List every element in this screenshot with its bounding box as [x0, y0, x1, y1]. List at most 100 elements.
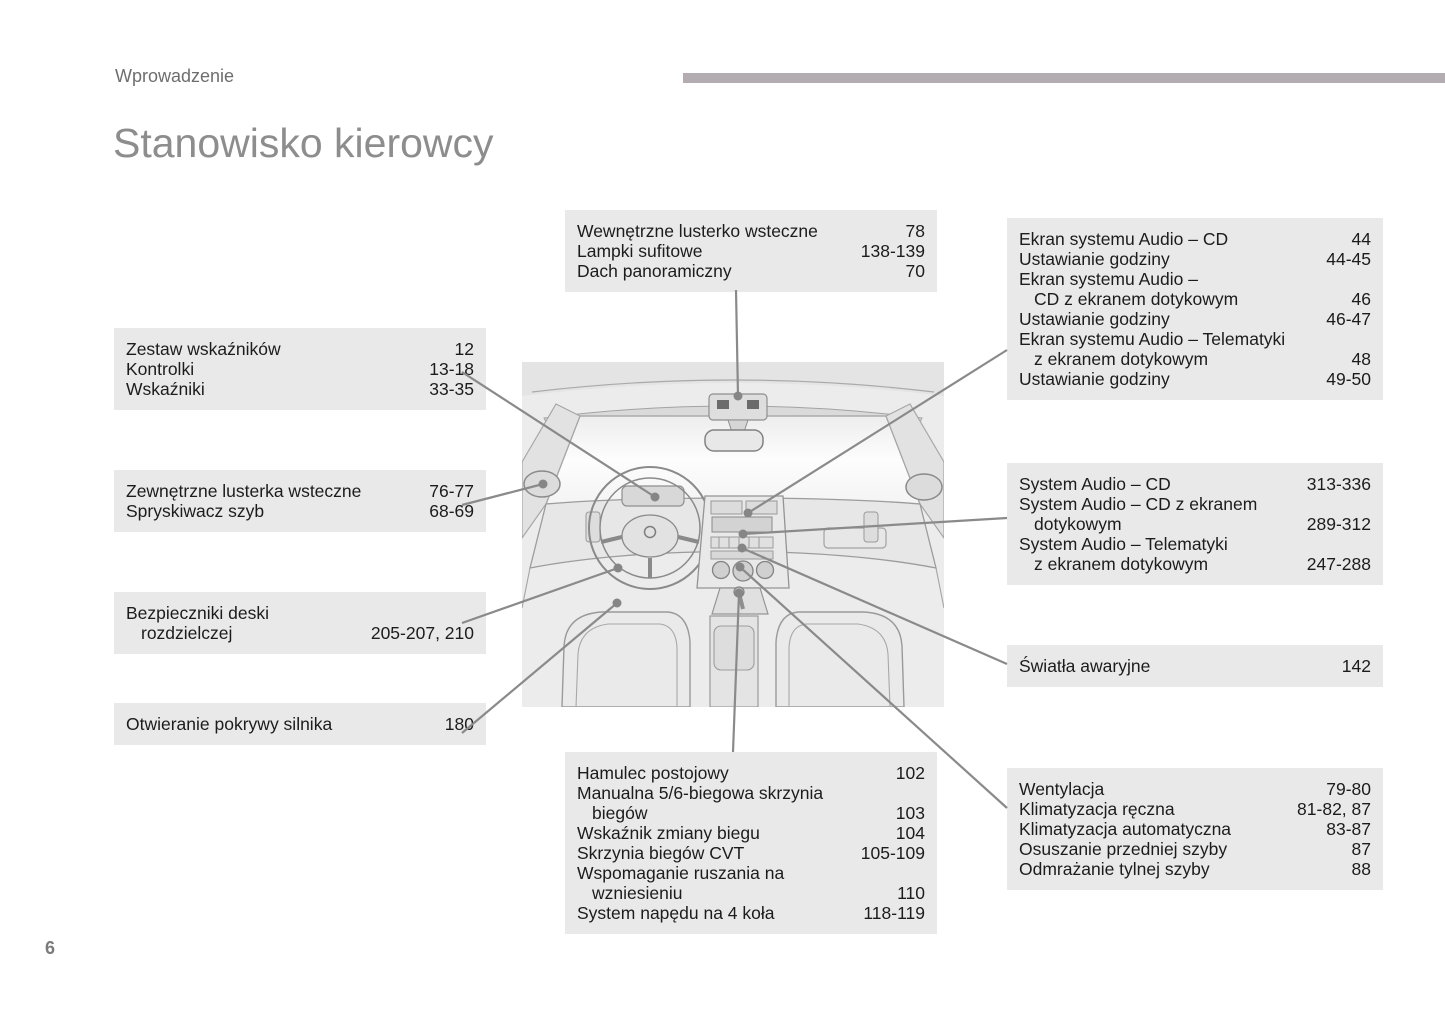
callout-pages: 33-35 — [429, 379, 474, 399]
audio-display — [711, 516, 773, 533]
callout-pages: 83-87 — [1326, 819, 1371, 839]
callout-row: Manualna 5/6-biegowa skrzynia — [577, 783, 925, 803]
callout-label: Skrzynia biegów CVT — [577, 843, 745, 863]
climate-knob-right — [755, 560, 775, 580]
callout-pages: 110 — [897, 883, 925, 903]
callout-label: Ekran systemu Audio – — [1019, 269, 1198, 289]
dashboard-illustration — [521, 362, 945, 708]
right-side-mirror — [905, 473, 943, 501]
callout-label: Wskaźnik zmiany biegu — [577, 823, 760, 843]
callout-pages: 81-82, 87 — [1297, 799, 1371, 819]
climate-knob-center — [732, 560, 754, 582]
callout-row: wzniesieniu 110 — [577, 883, 925, 903]
callout-label: Klimatyzacja automatyczna — [1019, 819, 1232, 839]
callout-label: Hamulec postojowy — [577, 763, 729, 783]
center-console — [696, 495, 790, 589]
callout-label: Klimatyzacja ręczna — [1019, 799, 1175, 819]
page-title: Stanowisko kierowcy — [113, 120, 494, 166]
callout-label: Lampki sufitowe — [577, 241, 703, 261]
callout-row: z ekranem dotykowym 247-288 — [1019, 554, 1371, 574]
callout-hood-release: Otwieranie pokrywy silnika 180 — [114, 703, 486, 745]
page-number: 6 — [45, 938, 56, 958]
callout-label: biegów — [592, 803, 648, 823]
callout-row: Ekran systemu Audio – Telematyki — [1019, 329, 1371, 349]
callout-pages: 102 — [895, 763, 925, 783]
callout-label: Wewnętrzne lusterko wsteczne — [577, 221, 818, 241]
callout-label: z ekranem dotykowym — [1034, 349, 1209, 369]
callout-label: z ekranem dotykowym — [1034, 554, 1209, 574]
callout-pages: 105-109 — [860, 843, 925, 863]
callout-label: Ustawianie godziny — [1019, 249, 1170, 269]
callout-label: Ustawianie godziny — [1019, 309, 1170, 329]
callout-label: System Audio – CD — [1019, 474, 1171, 494]
callout-label: Zewnętrzne lusterka wsteczne — [126, 481, 362, 501]
callout-row: System Audio – CD z ekranem — [1019, 494, 1371, 514]
hazard-button-row — [710, 550, 774, 560]
callout-row: Klimatyzacja automatyczna 83-87 — [1019, 819, 1371, 839]
callout-row: System Audio – Telematyki — [1019, 534, 1371, 554]
callout-row: Klimatyzacja ręczna 81-82, 87 — [1019, 799, 1371, 819]
instrument-cluster — [621, 485, 685, 507]
callout-pages: 48 — [1351, 349, 1371, 369]
callout-pages: 118-119 — [863, 903, 925, 923]
callout-row: Wewnętrzne lusterko wsteczne 78 — [577, 221, 925, 241]
callout-pages: 88 — [1351, 859, 1371, 879]
callout-row: Otwieranie pokrywy silnika 180 — [126, 714, 474, 734]
gear-lever — [711, 586, 769, 615]
callout-label: Dach panoramiczny — [577, 261, 732, 281]
callout-pages: 180 — [444, 714, 474, 734]
callout-label: Manualna 5/6-biegowa skrzynia — [577, 783, 824, 803]
breadcrumb: Wprowadzenie — [115, 66, 235, 86]
callout-pages: 138-139 — [860, 241, 925, 261]
callout-row: Ustawianie godziny 44-45 — [1019, 249, 1371, 269]
callout-label: System napędu na 4 koła — [577, 903, 775, 923]
callout-row: Lampki sufitowe 138-139 — [577, 241, 925, 261]
audio-buttons — [710, 536, 774, 549]
callout-row: Ustawianie godziny 46-47 — [1019, 309, 1371, 329]
callout-pages: 78 — [905, 221, 925, 241]
callout-pages: 205-207, 210 — [370, 623, 474, 643]
callout-pages: 46-47 — [1326, 309, 1371, 329]
callout-row: Bezpieczniki deski — [126, 603, 474, 623]
callout-row: Hamulec postojowy 102 — [577, 763, 925, 783]
callout-label: wzniesieniu — [592, 883, 683, 903]
callout-row: z ekranem dotykowym 48 — [1019, 349, 1371, 369]
callout-label: System Audio – Telematyki — [1019, 534, 1228, 554]
callout-label: Osuszanie przedniej szyby — [1019, 839, 1228, 859]
callout-pages: 12 — [454, 339, 474, 359]
callout-pages: 247-288 — [1306, 554, 1371, 574]
callout-label: Bezpieczniki deski — [126, 603, 269, 623]
callout-label: Otwieranie pokrywy silnika — [126, 714, 333, 734]
climate-knob-left — [711, 560, 731, 580]
rear-view-mirror — [704, 429, 764, 452]
callout-label: dotykowym — [1034, 514, 1122, 534]
callout-row: Wskaźniki 33-35 — [126, 379, 474, 399]
callout-pages: 49-50 — [1326, 369, 1371, 389]
callout-label: Spryskiwacz szyb — [126, 501, 265, 521]
callout-pages: 70 — [905, 261, 925, 281]
callout-label: CD z ekranem dotykowym — [1034, 289, 1239, 309]
callout-pages: 44-45 — [1326, 249, 1371, 269]
left-side-mirror — [523, 470, 561, 498]
callout-row: Ekran systemu Audio – — [1019, 269, 1371, 289]
callout-label: Kontrolki — [126, 359, 195, 379]
callout-label: Wskaźniki — [126, 379, 205, 399]
callout-label: System Audio – CD z ekranem — [1019, 494, 1258, 514]
header-rule-bar — [683, 73, 1445, 83]
